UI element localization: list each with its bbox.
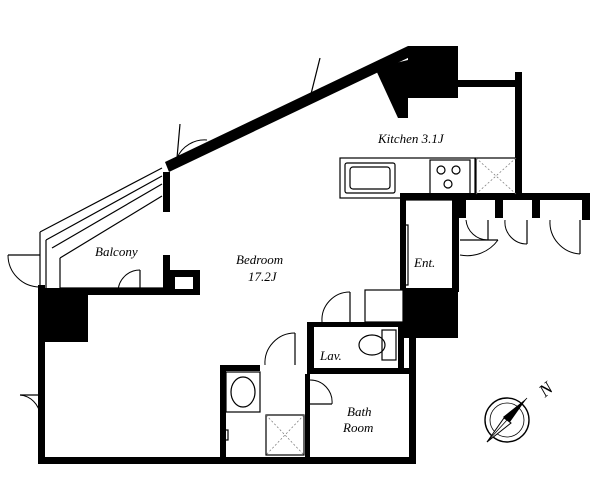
balcony-railing xyxy=(39,167,163,289)
balcony-label: Balcony xyxy=(95,244,138,259)
doors xyxy=(7,57,581,416)
bedroom-size-label: 17.2J xyxy=(248,269,278,284)
exterior-walls xyxy=(38,46,590,464)
bath-fixtures xyxy=(221,329,397,456)
lavatory-label: Lav. xyxy=(319,348,342,363)
entrance-label: Ent. xyxy=(413,255,435,270)
room-labels: Kitchen 3.1J Balcony Bedroom 17.2J Ent. … xyxy=(95,131,445,435)
bedroom-name-label: Bedroom xyxy=(236,252,283,267)
kitchen-label: Kitchen 3.1J xyxy=(377,131,445,146)
compass-north-label: N xyxy=(534,377,558,401)
bath-label-line1: Bath xyxy=(347,404,372,419)
bath-label-line2: Room xyxy=(342,420,373,435)
kitchen-counter xyxy=(339,157,517,199)
interior-walls xyxy=(220,199,454,464)
compass-rose-icon xyxy=(484,397,530,443)
